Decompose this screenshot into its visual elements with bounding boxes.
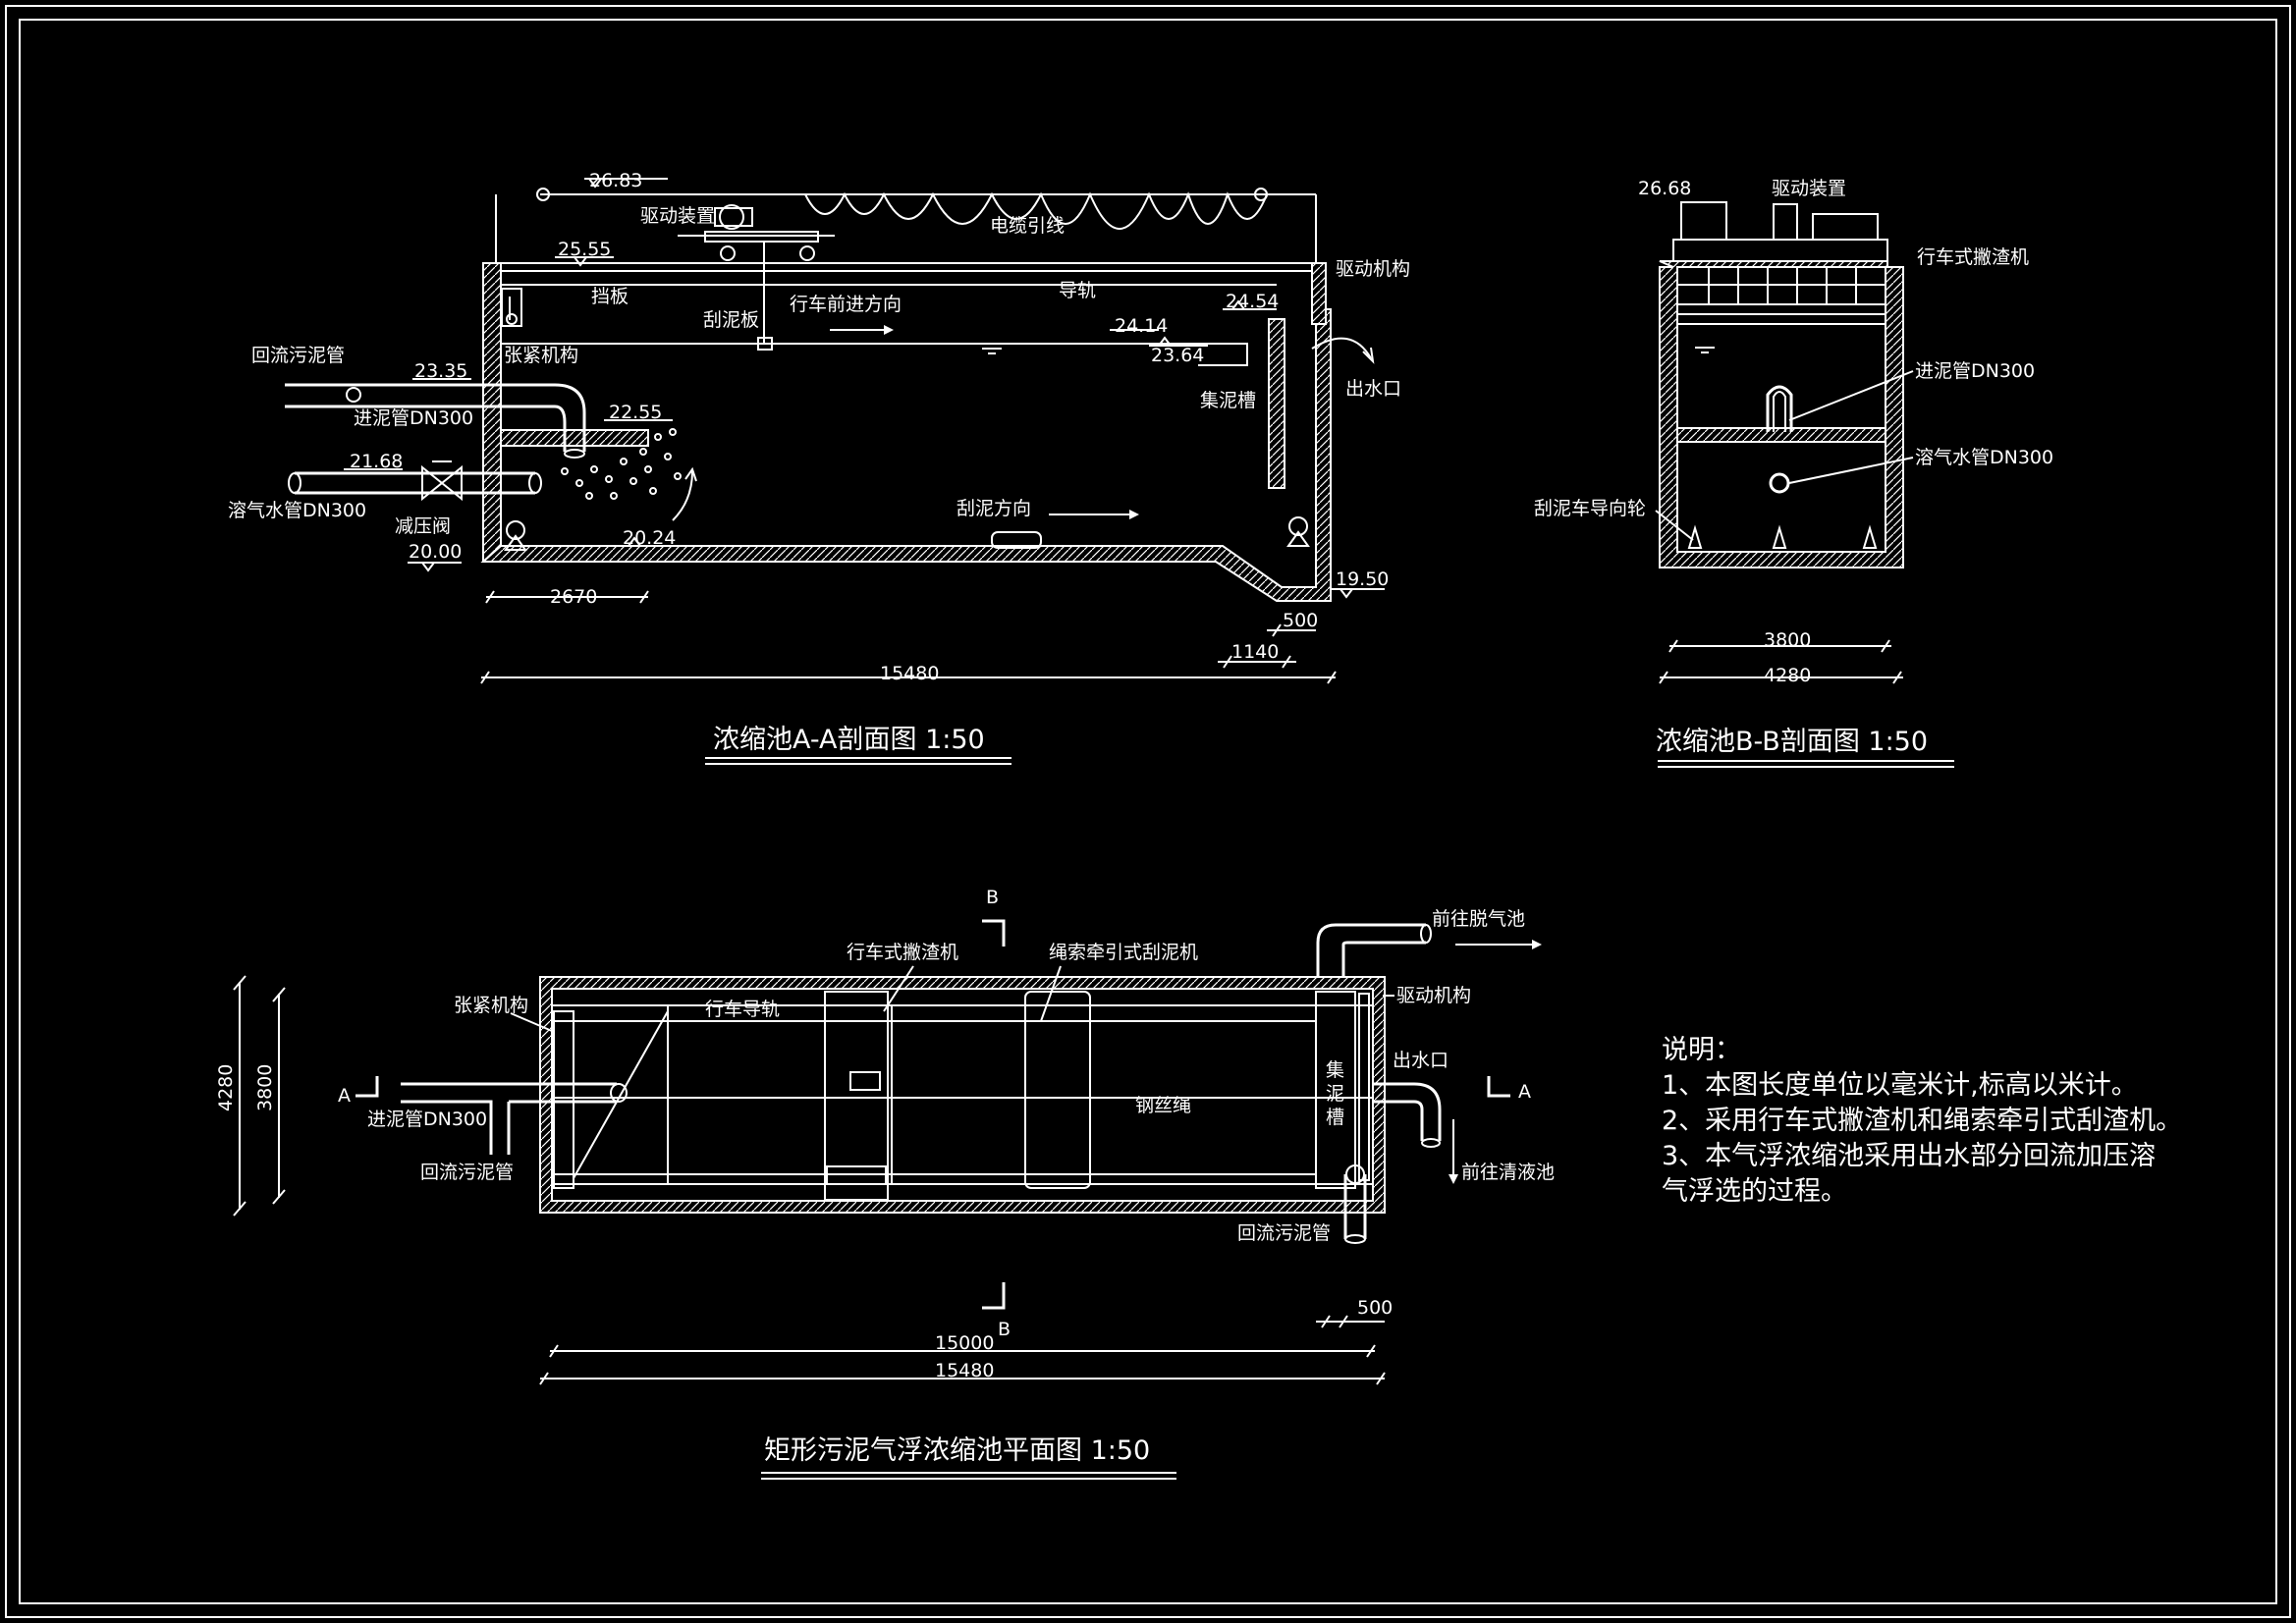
- elev-trough: 23.64: [1151, 345, 1204, 366]
- drive-motor-box: [1680, 201, 1727, 241]
- travel-direction-label: 行车前进方向: [790, 294, 902, 315]
- elev-bottom: 20.24: [623, 527, 676, 549]
- outer-frame: [5, 5, 2291, 1618]
- skimmer-label-bb: 行车式撇渣机: [1917, 246, 2029, 268]
- elev-top-aa: 26.83: [589, 170, 642, 191]
- elev-rail: 25.55: [558, 239, 611, 260]
- plan-tension-label: 张紧机构: [454, 995, 528, 1016]
- elev-inlet: 22.55: [609, 402, 662, 423]
- elev-return: 23.35: [414, 360, 467, 382]
- plan-trough-label-2: 泥: [1326, 1083, 1344, 1105]
- plan-inlet-pipe-label: 进泥管DN300: [367, 1109, 487, 1130]
- plan-rail-label: 行车导轨: [705, 999, 780, 1020]
- section-mark-b-top: B: [986, 887, 999, 908]
- plan-rope-scraper-label: 绳索牵引式刮泥机: [1049, 942, 1198, 963]
- section-bb-title: 浓缩池B-B剖面图 1:50: [1656, 727, 1928, 757]
- return-sludge-pipe: [285, 383, 586, 452]
- plan-trough-label-1: 集: [1326, 1059, 1344, 1081]
- dim-15480-aa: 15480: [880, 663, 939, 684]
- plan-outlet-label: 出水口: [1393, 1050, 1449, 1071]
- trough-label-aa: 集泥槽: [1200, 390, 1256, 411]
- notes-heading: 说明：: [1662, 1035, 1741, 1065]
- cable-drape: [804, 191, 1268, 230]
- scraper-cart: [991, 531, 1042, 549]
- drive-device-label-bb: 驱动装置: [1772, 178, 1846, 199]
- guide-rail-label: 导轨: [1059, 280, 1096, 301]
- plan-rope-scraper: [1024, 991, 1091, 1189]
- outlet-arrow: [1311, 337, 1372, 359]
- tension-box: [501, 288, 522, 327]
- note-item: 2、采用行车式撇渣机和绳索牵引式刮渣机。: [1662, 1106, 2182, 1136]
- drive-device-label-aa: 驱动装置: [640, 205, 715, 227]
- plan-return-pipe-label: 回流污泥管: [420, 1162, 514, 1183]
- sludge-trough-wall: [1268, 318, 1285, 489]
- dim-2670: 2670: [550, 586, 597, 608]
- plan-return-pipe-label-2: 回流污泥管: [1237, 1222, 1331, 1244]
- plan-trough: [1315, 991, 1356, 1189]
- baffle-label: 挡板: [591, 286, 629, 307]
- return-pipe-label-aa: 回流污泥管: [251, 345, 345, 366]
- air-bubbles: [561, 428, 682, 500]
- elev-top-bb: 26.68: [1638, 178, 1691, 199]
- cable-label: 电缆引线: [990, 215, 1065, 237]
- note-item: 3、本气浮浓缩池采用出水部分回流加压溶: [1662, 1141, 2156, 1171]
- plan-skimmer: [824, 991, 889, 1201]
- section-aa-title: 浓缩池A-A剖面图 1:50: [713, 725, 985, 755]
- inlet-pipe-label-bb: 进泥管DN300: [1915, 360, 2035, 382]
- plan-dim-500: 500: [1357, 1297, 1393, 1319]
- bb-inlet-pipe: [1766, 385, 1793, 432]
- note-item: 1、本图长度单位以毫米计,标高以米计。: [1662, 1070, 2138, 1101]
- plan-outlet-pipe: [1373, 1082, 1442, 1141]
- elev-water: 24.14: [1115, 315, 1168, 337]
- drive-mech-label-aa: 驱动机构: [1336, 258, 1410, 280]
- dim-3800-bb: 3800: [1764, 629, 1811, 651]
- plan-dim-15000: 15000: [935, 1332, 994, 1354]
- drive-motor-icon: [719, 204, 744, 230]
- elev-ground: 20.00: [409, 541, 462, 563]
- plan-dim-3800: 3800: [254, 1064, 276, 1111]
- note-item: 气浮选的过程。: [1662, 1176, 1847, 1207]
- elev-dissolved: 21.68: [350, 451, 403, 472]
- plan-title: 矩形污泥气浮浓缩池平面图 1:50: [764, 1435, 1150, 1466]
- to-degas-label: 前往脱气池: [1432, 908, 1525, 930]
- valve-label: 减压阀: [395, 515, 451, 537]
- outlet-label-aa: 出水口: [1345, 378, 1401, 400]
- skimmer-grid: [1677, 267, 1886, 325]
- guide-wheel-label: 刮泥车导向轮: [1534, 498, 1646, 519]
- section-mark-a-right: A: [1518, 1081, 1531, 1103]
- tank-left-wall: [482, 262, 502, 563]
- dim-500-aa: 500: [1283, 610, 1318, 631]
- section-mark-a-left: A: [338, 1085, 351, 1107]
- plan-inlet-pipe: [401, 1082, 617, 1155]
- elev-pit: 19.50: [1336, 568, 1389, 590]
- pressure-valve-icon: [421, 464, 463, 502]
- plan-dim-4280: 4280: [215, 1064, 237, 1111]
- dissolved-pipe-label-aa: 溶气水管DN300: [228, 500, 366, 521]
- inner-frame: [19, 19, 2277, 1604]
- plan-dim-15480: 15480: [935, 1360, 994, 1381]
- section-aa: [285, 178, 1385, 765]
- dim-1140: 1140: [1231, 641, 1279, 663]
- plan-tank-wall: [539, 976, 1386, 1214]
- plan-degas-pipe: [1316, 923, 1426, 977]
- plan-trough-label-3: 槽: [1326, 1107, 1344, 1128]
- notes-block: 说明： 1、本图长度单位以毫米计,标高以米计。 2、采用行车式撇渣机和绳索牵引式…: [1662, 1035, 2182, 1207]
- to-clear-label: 前往清液池: [1461, 1162, 1555, 1183]
- inlet-pipe-label-aa: 进泥管DN300: [354, 407, 473, 429]
- dim-4280-bb: 4280: [1764, 665, 1811, 686]
- dissolved-pipe-label-bb: 溶气水管DN300: [1915, 447, 2053, 468]
- scrape-direction-label: 刮泥方向: [957, 498, 1031, 519]
- plan-drive-mech-label: 驱动机构: [1396, 985, 1471, 1006]
- tension-label-aa: 张紧机构: [504, 345, 578, 366]
- scraper-label: 刮泥板: [703, 309, 759, 331]
- plan-skimmer-label: 行车式撇渣机: [847, 942, 958, 963]
- wire-rope-label: 钢丝绳: [1135, 1095, 1191, 1116]
- elev-wall: 24.54: [1226, 291, 1279, 312]
- bb-dissolved-pipe: [1769, 472, 1790, 494]
- section-bb: [1655, 201, 1954, 768]
- plan-view: [233, 919, 1542, 1480]
- section-mark-b-bottom: B: [998, 1319, 1011, 1340]
